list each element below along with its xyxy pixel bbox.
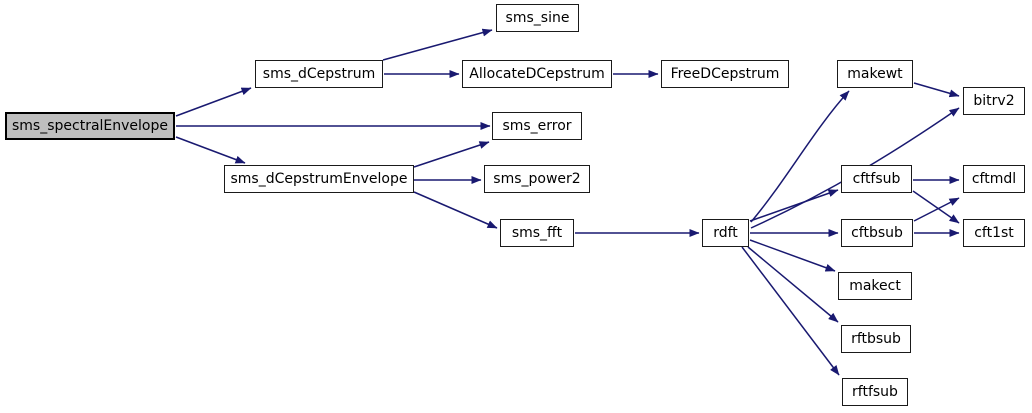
node-cftfsub[interactable]: cftfsub	[841, 165, 912, 193]
node-sms-error[interactable]: sms_error	[492, 112, 582, 140]
node-sms-fft[interactable]: sms_fft	[500, 219, 574, 247]
node-sms-dcepstrumenvelope[interactable]: sms_dCepstrumEnvelope	[224, 165, 414, 193]
node-makewt[interactable]: makewt	[837, 60, 913, 88]
node-rftfsub[interactable]: rftfsub	[842, 378, 908, 406]
node-bitrv2[interactable]: bitrv2	[963, 87, 1025, 115]
node-cftmdl[interactable]: cftmdl	[963, 165, 1025, 193]
edge-cftbsub-cftmdl	[913, 197, 960, 222]
edge-rdft-makect	[749, 239, 836, 272]
edge-sms_spectralEnvelope-sms_dCepstrum	[175, 87, 252, 117]
node-allocatedcepstrum[interactable]: AllocateDCepstrum	[462, 60, 612, 88]
edge-cftfsub-cft1st	[912, 190, 960, 224]
node-freedcepstrum[interactable]: FreeDCepstrum	[661, 60, 789, 88]
edge-rdft-rftfsub	[741, 246, 840, 376]
edge-rdft-makewt	[750, 90, 850, 223]
node-sms-sine[interactable]: sms_sine	[496, 4, 579, 32]
node-cftbsub[interactable]: cftbsub	[841, 219, 913, 247]
edge-sms_spectralEnvelope-sms_dCepstrumEnvelope	[175, 136, 246, 164]
node-rdft[interactable]: rdft	[702, 219, 749, 247]
node-sms-dcepstrum[interactable]: sms_dCepstrum	[255, 60, 383, 88]
edge-sms_dCepstrum-sms_sine	[382, 28, 493, 61]
edge-makewt-bitrv2	[913, 82, 960, 98]
edge-sms_dCepstrumEnvelope-sms_fft	[413, 191, 498, 229]
edge-rdft-cftfsub	[749, 189, 839, 222]
edge-sms_dCepstrumEnvelope-sms_error	[413, 141, 490, 168]
node-sms-power2[interactable]: sms_power2	[484, 165, 590, 193]
edge-rdft-rftbsub	[747, 246, 839, 323]
node-cft1st[interactable]: cft1st	[963, 219, 1025, 247]
node-sms-spectralenvelope[interactable]: sms_spectralEnvelope	[5, 112, 175, 140]
node-makect[interactable]: makect	[838, 272, 912, 300]
node-rftbsub[interactable]: rftbsub	[841, 325, 911, 353]
